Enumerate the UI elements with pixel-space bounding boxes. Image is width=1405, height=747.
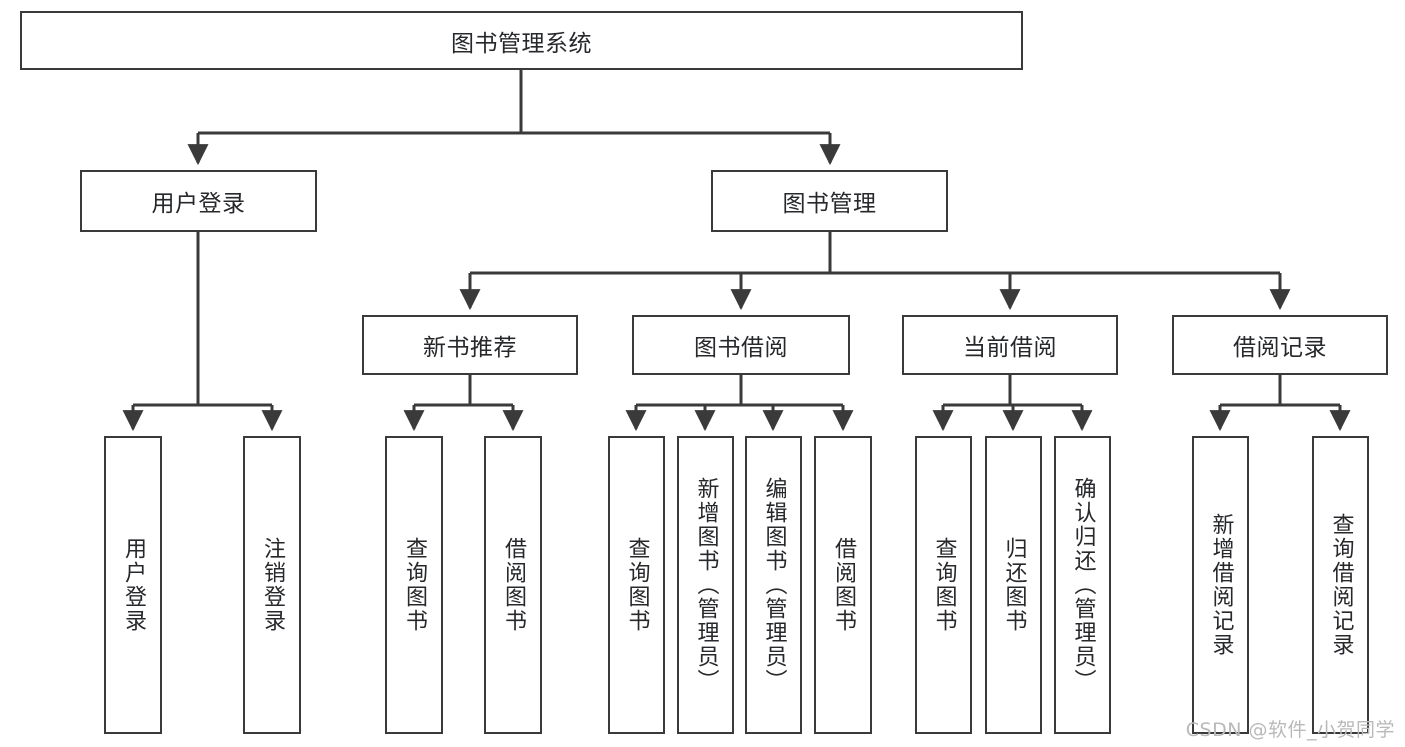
node-label: 图书借阅 bbox=[694, 335, 788, 361]
node-label: 查询图书 bbox=[931, 537, 957, 633]
node-new-book-recommend[interactable]: 新书推荐 bbox=[362, 315, 578, 375]
node-label: 归还图书 bbox=[1001, 537, 1027, 633]
node-leaf-borrow-book-2[interactable]: 借阅图书 bbox=[814, 436, 872, 734]
node-leaf-confirm-return-admin[interactable]: 确认归还（管理员） bbox=[1054, 436, 1111, 734]
node-leaf-borrow-book-1[interactable]: 借阅图书 bbox=[484, 436, 542, 734]
node-label: 用户登录 bbox=[151, 191, 246, 217]
node-label: 借阅图书 bbox=[831, 537, 856, 633]
node-label: 确认归还（管理员） bbox=[1070, 477, 1096, 693]
node-label: 当前借阅 bbox=[963, 335, 1057, 361]
node-leaf-add-book-admin[interactable]: 新增图书（管理员） bbox=[677, 436, 734, 734]
node-label: 借阅记录 bbox=[1233, 335, 1327, 361]
node-label: 查询图书 bbox=[402, 537, 427, 633]
node-book-borrow[interactable]: 图书借阅 bbox=[632, 315, 850, 375]
node-label: 图书管理系统 bbox=[451, 30, 592, 57]
node-leaf-query-book-3[interactable]: 查询图书 bbox=[915, 436, 972, 734]
node-label: 新书推荐 bbox=[423, 335, 517, 361]
node-book-manage[interactable]: 图书管理 bbox=[711, 170, 948, 232]
node-root-system[interactable]: 图书管理系统 bbox=[20, 11, 1023, 70]
node-label: 查询借阅记录 bbox=[1328, 513, 1354, 657]
node-leaf-user-login[interactable]: 用户登录 bbox=[104, 436, 162, 734]
node-leaf-query-book-1[interactable]: 查询图书 bbox=[385, 436, 443, 734]
node-label: 用户登录 bbox=[121, 537, 146, 633]
node-current-borrow[interactable]: 当前借阅 bbox=[902, 315, 1118, 375]
node-label: 新增借阅记录 bbox=[1208, 513, 1234, 657]
node-leaf-edit-book-admin[interactable]: 编辑图书（管理员） bbox=[745, 436, 802, 734]
node-leaf-query-borrow-record[interactable]: 查询借阅记录 bbox=[1312, 436, 1369, 734]
node-borrow-record[interactable]: 借阅记录 bbox=[1172, 315, 1388, 375]
node-user-login[interactable]: 用户登录 bbox=[80, 170, 317, 232]
node-label: 图书管理 bbox=[782, 191, 877, 217]
node-label: 编辑图书（管理员） bbox=[761, 477, 787, 693]
node-leaf-return-book[interactable]: 归还图书 bbox=[985, 436, 1042, 734]
node-label: 借阅图书 bbox=[501, 537, 526, 633]
node-label: 新增图书（管理员） bbox=[693, 477, 719, 693]
node-label: 注销登录 bbox=[260, 537, 285, 633]
node-leaf-add-borrow-record[interactable]: 新增借阅记录 bbox=[1192, 436, 1249, 734]
watermark-text: CSDN @软件_小贺同学 bbox=[1185, 719, 1395, 741]
node-leaf-query-book-2[interactable]: 查询图书 bbox=[608, 436, 665, 734]
node-label: 查询图书 bbox=[624, 537, 650, 633]
node-leaf-user-logout[interactable]: 注销登录 bbox=[243, 436, 301, 734]
